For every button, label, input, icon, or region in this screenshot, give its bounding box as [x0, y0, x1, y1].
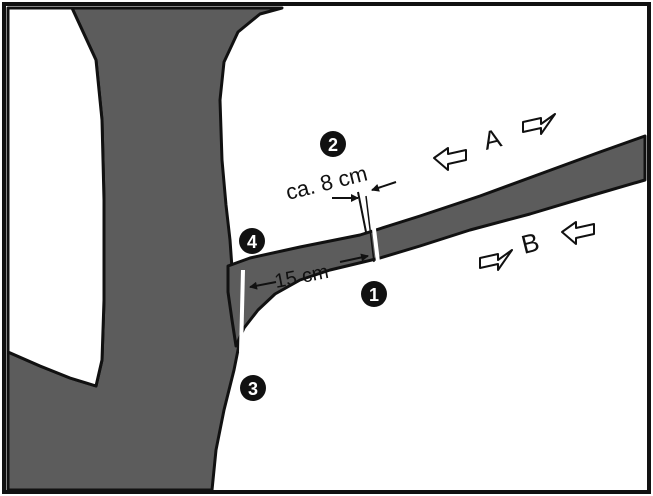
marker-3-label: 3 — [248, 379, 258, 399]
distance-dim-left — [249, 281, 277, 290]
arrow-right-icon — [479, 249, 513, 271]
marker-4-label: 4 — [247, 232, 257, 252]
distance-dim-right — [339, 253, 369, 263]
direction-a: A — [433, 113, 556, 171]
marker-1-label: 1 — [369, 285, 379, 305]
marker-2-label: 2 — [328, 135, 338, 155]
width-dim-right — [371, 181, 397, 192]
arrow-left-icon — [433, 147, 467, 171]
trunk-left-edge — [6, 6, 106, 388]
marker-2: 2 — [320, 131, 346, 157]
width-dim-tick — [357, 191, 367, 233]
marker-3: 3 — [240, 375, 266, 401]
arrow-left-icon — [561, 221, 595, 245]
marker-1: 1 — [361, 281, 387, 307]
marker-4: 4 — [239, 228, 265, 254]
cut-line-1-2-outline — [365, 195, 375, 263]
cut-line-1-2 — [368, 195, 380, 263]
cut-line-3-4 — [239, 269, 245, 353]
arrow-right-icon — [522, 113, 556, 135]
